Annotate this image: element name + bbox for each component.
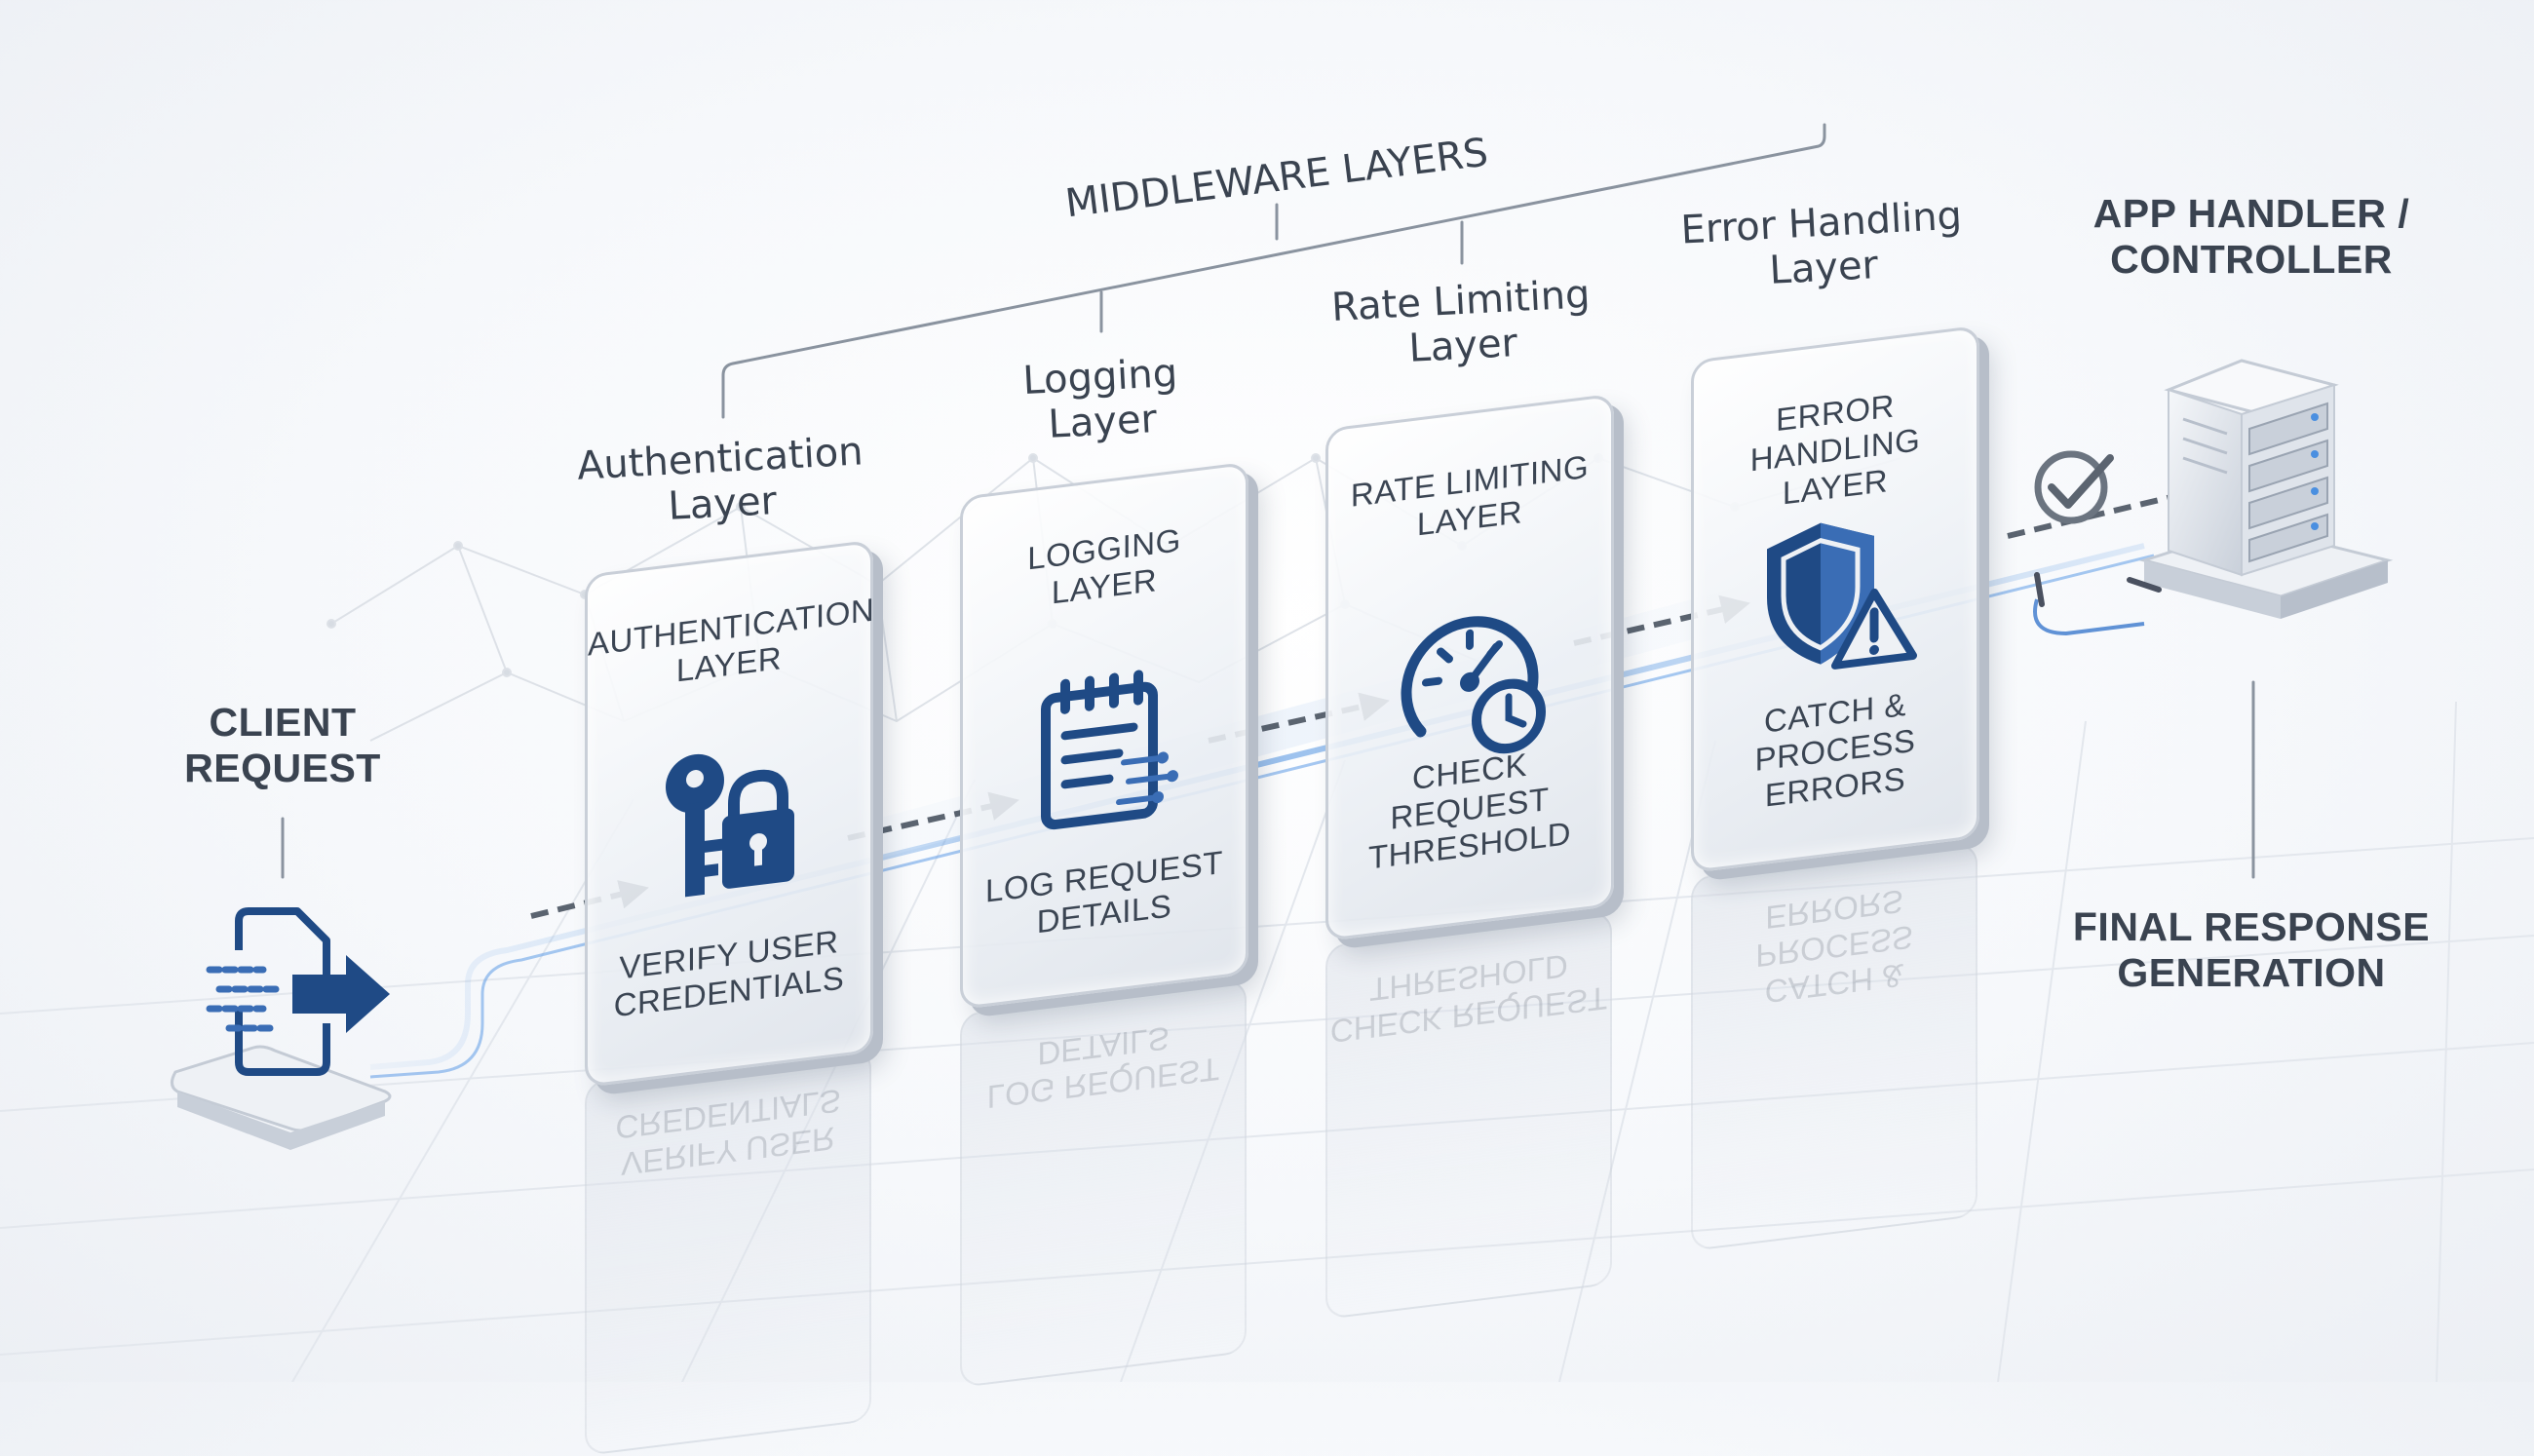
panel-description: CATCH & PROCESS ERRORS: [1754, 686, 1916, 814]
side-connectors: [281, 680, 2255, 879]
panel-title: RATE LIMITING LAYER: [1350, 447, 1590, 543]
final-response-label: FINAL RESPONSE GENERATION: [2072, 904, 2431, 996]
request-document-icon: [206, 907, 390, 1076]
reflection-rate-limiting: CHECK REQUEST THRESHOLD: [1325, 909, 1612, 1320]
panel-title: LOGGING LAYER: [1027, 521, 1181, 611]
floor-grid: [0, 701, 2534, 1382]
reflection-error-handling: CATCH & PROCESS ERRORS: [1691, 841, 1977, 1251]
panel-authentication: AUTHENTICATION LAYER VERIFY USER CREDENT…: [585, 539, 875, 1088]
panel-description: VERIFY USER CREDENTIALS: [613, 923, 845, 1024]
panel-title: ERROR HANDLING LAYER: [1749, 387, 1921, 512]
panel-error-handling: ERROR HANDLING LAYER CATCH & PROCESS ERR…: [1691, 325, 1979, 873]
outer-label-error-handling: Error Handling Layer: [1679, 193, 1964, 293]
outer-label-authentication: Authentication Layer: [575, 429, 864, 529]
panel-rate-limiting: RATE LIMITING LAYER CHECK REQUEST THRESH…: [1325, 393, 1614, 941]
panel-title: AUTHENTICATION LAYER: [588, 591, 875, 689]
reflection-logging: LOG REQUEST DETAILS: [960, 977, 1247, 1388]
notepad-log-icon: [1021, 657, 1187, 847]
speedometer-clock-icon: [1387, 589, 1553, 779]
shield-warning-icon: [1752, 501, 1918, 691]
key-lock-icon: [646, 735, 812, 925]
server-icon: [2164, 359, 2339, 577]
outer-label-logging: Logging Layer: [1021, 350, 1179, 447]
outer-label-rate-limiting: Rate Limiting Layer: [1330, 272, 1592, 371]
middleware-bracket: [721, 123, 1826, 419]
app-handler-server: [2034, 359, 2394, 619]
panel-description: CHECK REQUEST THRESHOLD: [1367, 746, 1572, 876]
checkmark-icon: [2034, 450, 2114, 524]
panel-logging: LOGGING LAYER LOG REQUEST DETAILS: [960, 461, 1248, 1010]
client-request-node: [171, 907, 392, 1150]
reflection-authentication: VERIFY USER CREDENTIALS: [585, 1046, 871, 1456]
client-request-label: CLIENT REQUEST: [184, 700, 381, 791]
app-handler-label: APP HANDLER / CONTROLLER: [2092, 191, 2410, 283]
panel-description: LOG REQUEST DETAILS: [985, 843, 1223, 940]
